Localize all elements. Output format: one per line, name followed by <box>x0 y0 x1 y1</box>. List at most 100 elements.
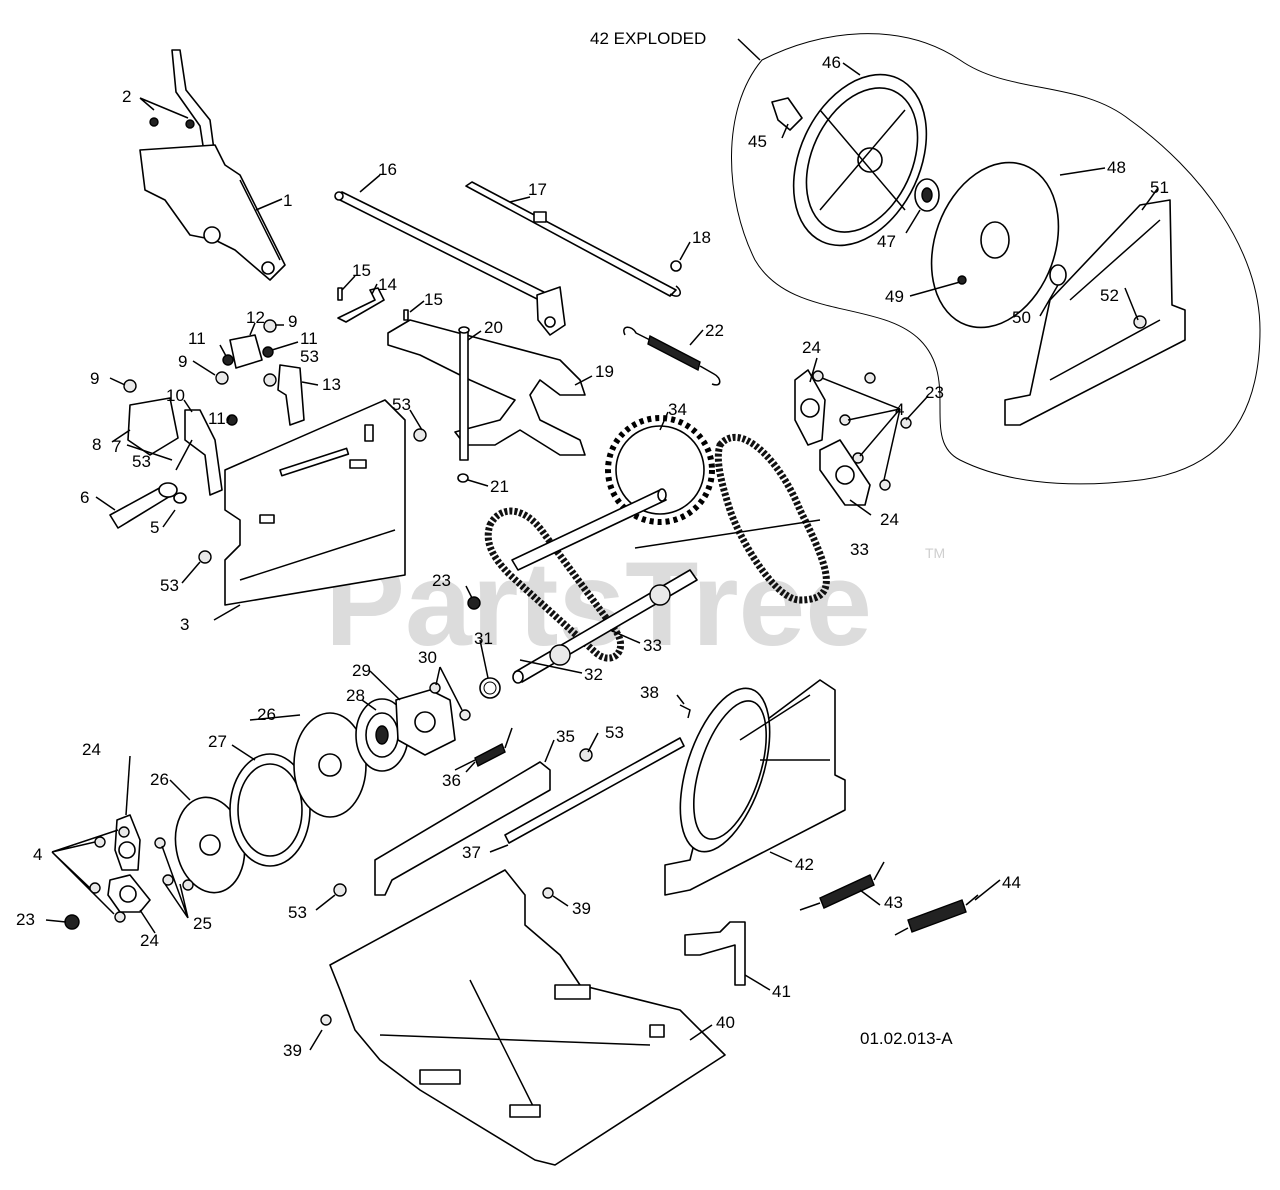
callout-47: 47 <box>877 232 896 251</box>
callout-31: 31 <box>474 629 493 648</box>
diagram-code: 01.02.013-A <box>860 1029 953 1048</box>
callout-12: 12 <box>246 308 265 327</box>
callout-24: 24 <box>802 338 821 357</box>
callout-4: 4 <box>33 845 42 864</box>
bracket-51 <box>1004 199 1186 426</box>
nut-52 <box>1133 315 1147 329</box>
plate-8 <box>127 397 179 456</box>
callout-35: 35 <box>556 727 575 746</box>
callout-34: 34 <box>668 400 687 419</box>
link-6 <box>109 482 178 529</box>
bolt-30 <box>429 682 471 721</box>
flange-24b <box>819 439 871 506</box>
clip-18 <box>670 260 682 272</box>
callout-53: 53 <box>288 903 307 922</box>
exploded-caption-leader <box>737 38 761 61</box>
plate-3 <box>224 399 406 606</box>
nut-23 <box>64 372 912 930</box>
spring-43 <box>799 861 885 911</box>
bracket-10 <box>184 409 223 496</box>
nut-9 <box>123 319 277 393</box>
callout-53: 53 <box>160 576 179 595</box>
spring-36 <box>454 727 513 771</box>
callout-11: 11 <box>208 409 226 428</box>
watermark-trademark: TM <box>925 545 945 561</box>
shift-rod <box>334 191 566 336</box>
flange-24a <box>794 369 826 446</box>
callout-19: 19 <box>595 362 614 381</box>
leader-lines <box>45 62 1159 1051</box>
callout-33: 33 <box>643 636 662 655</box>
callout-21: 21 <box>490 477 509 496</box>
callout-45: 45 <box>748 132 767 151</box>
spring-44 <box>894 894 979 936</box>
plate-48 <box>930 161 1060 329</box>
callout-26: 26 <box>257 705 276 724</box>
callout-8: 8 <box>92 435 101 454</box>
bracket-19 <box>387 319 586 456</box>
callout-52: 52 <box>1100 286 1119 305</box>
callout-9: 9 <box>178 352 187 371</box>
callout-29: 29 <box>352 661 371 680</box>
pan-40 <box>329 869 726 1166</box>
spring-22 <box>623 326 721 386</box>
callout-6: 6 <box>80 488 89 507</box>
callout-15: 15 <box>352 261 371 280</box>
callout-10: 10 <box>166 386 185 405</box>
callout-37: 37 <box>462 843 481 862</box>
pin-7 <box>175 439 193 471</box>
callout-38: 38 <box>640 683 659 702</box>
callout-53: 53 <box>605 723 624 742</box>
pulley-assembly-42 <box>664 679 846 896</box>
callout-18: 18 <box>692 228 711 247</box>
axle <box>511 488 667 571</box>
callout-43: 43 <box>884 893 903 912</box>
callout-22: 22 <box>705 321 724 340</box>
callout-46: 46 <box>822 53 841 72</box>
callout-16: 16 <box>378 160 397 179</box>
clip-38 <box>679 704 691 719</box>
bearing-28 <box>355 698 409 772</box>
pin-45 <box>771 97 803 131</box>
callout-41: 41 <box>772 982 791 1001</box>
callout-11: 11 <box>188 329 206 348</box>
callout-42: 42 <box>795 855 814 874</box>
callout-48: 48 <box>1107 158 1126 177</box>
bracket-13 <box>277 364 305 426</box>
callout-17: 17 <box>528 180 547 199</box>
shaft-20 <box>458 326 470 461</box>
callout-44: 44 <box>1002 873 1021 892</box>
callout-49: 49 <box>885 287 904 306</box>
callout-24: 24 <box>140 931 159 950</box>
callout-36: 36 <box>442 771 461 790</box>
chain-33b <box>484 507 624 662</box>
callout-53: 53 <box>132 452 151 471</box>
bolts-25 <box>154 837 194 891</box>
callout-11: 11 <box>300 329 318 348</box>
disc-26b <box>174 796 246 894</box>
exploded-caption: 42 EXPLODED <box>590 29 706 48</box>
callout-1: 1 <box>283 191 292 210</box>
callout-9: 9 <box>90 369 99 388</box>
callout-40: 40 <box>716 1013 735 1032</box>
washer-50 <box>1049 264 1067 286</box>
bracket-35 <box>374 761 551 896</box>
bracket-41 <box>684 921 746 986</box>
callout-53: 53 <box>392 395 411 414</box>
callout-33: 33 <box>850 540 869 559</box>
control-lever <box>139 49 286 281</box>
callout-32: 32 <box>584 665 603 684</box>
bolt-53 <box>163 373 593 897</box>
callout-2: 2 <box>122 87 131 106</box>
callout-30: 30 <box>418 648 437 667</box>
callout-3: 3 <box>180 615 189 634</box>
ring-31 <box>479 677 501 699</box>
callout-39: 39 <box>572 899 591 918</box>
callout-39: 39 <box>283 1041 302 1060</box>
link-rod <box>465 181 681 297</box>
callout-51: 51 <box>1150 178 1169 197</box>
callout-15: 15 <box>424 290 443 309</box>
disc-26a <box>293 712 367 818</box>
chain-33a <box>714 434 830 604</box>
